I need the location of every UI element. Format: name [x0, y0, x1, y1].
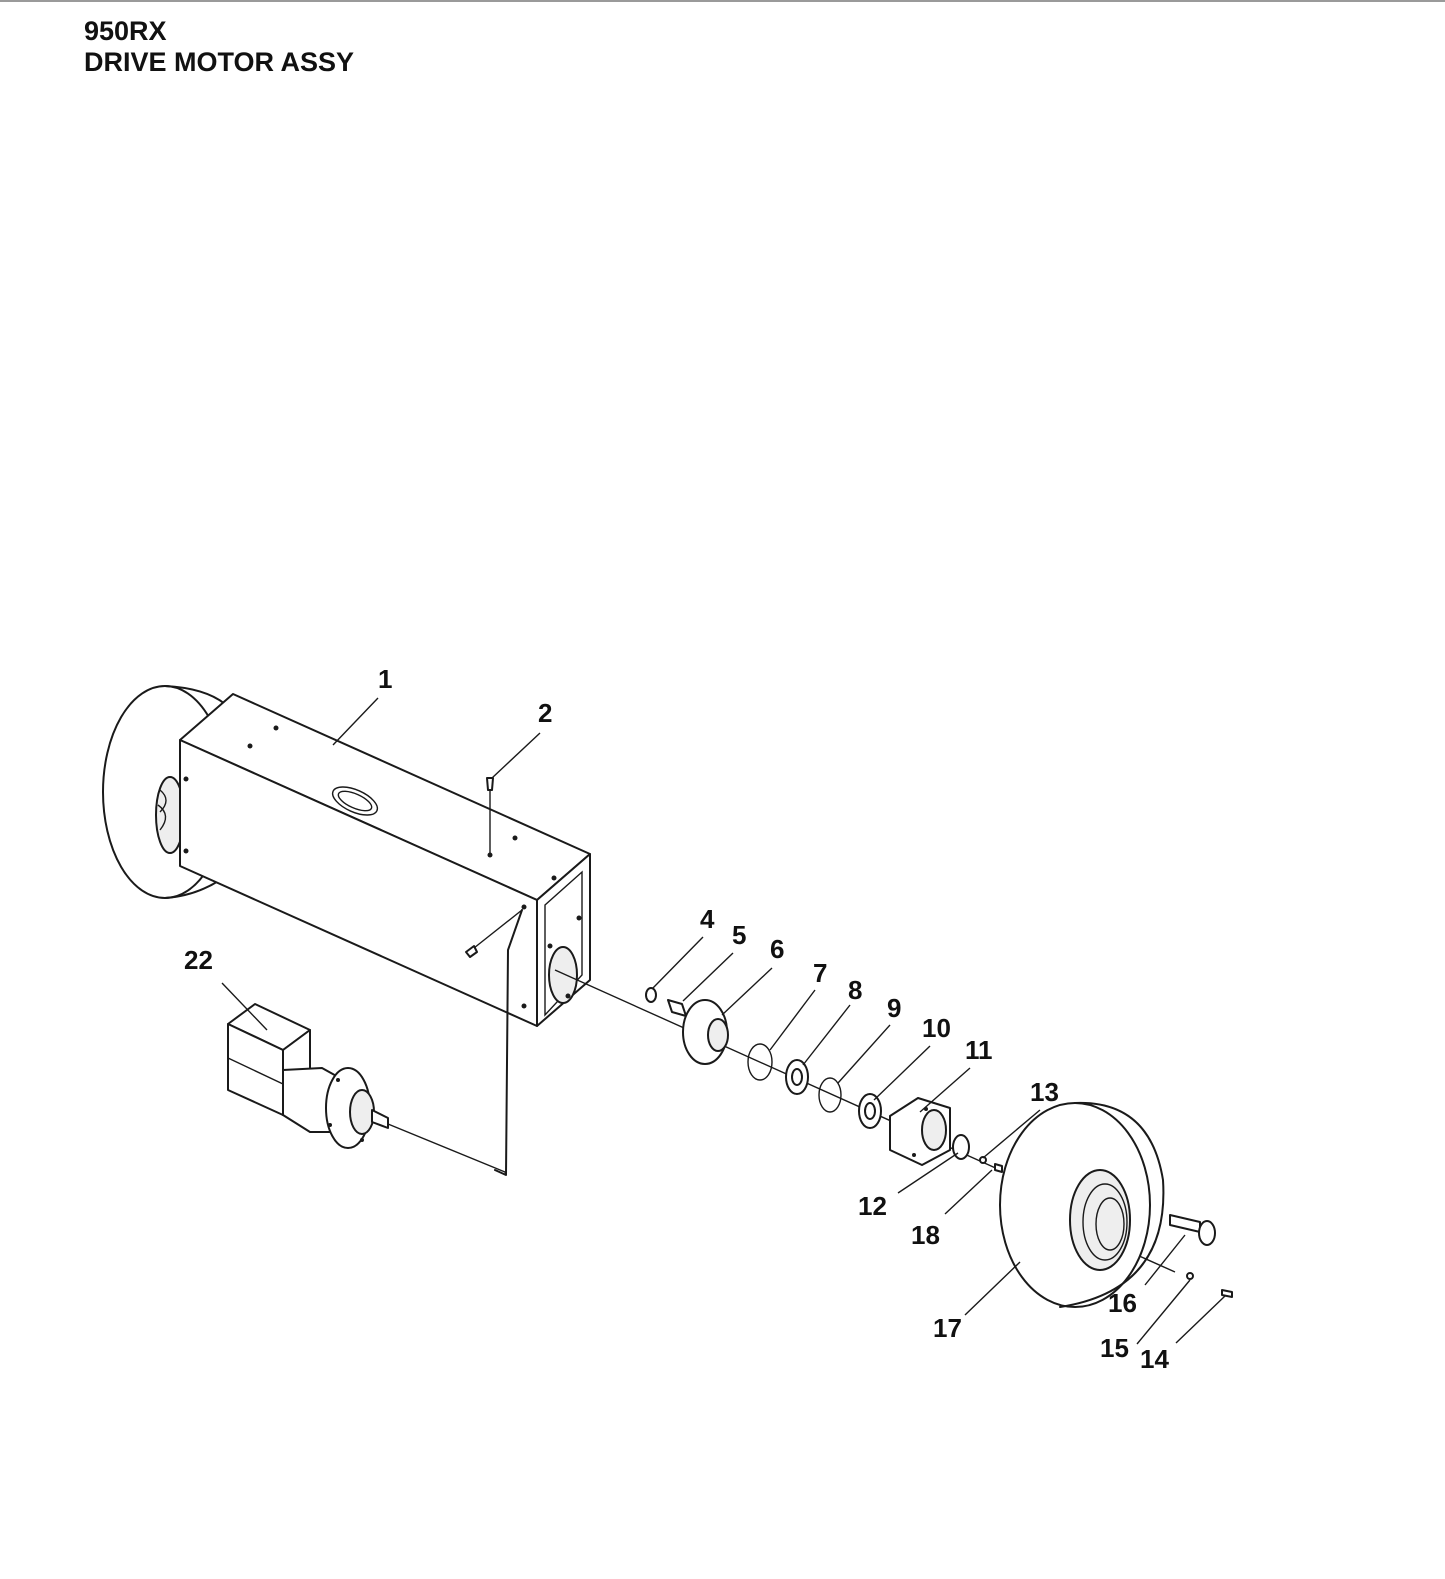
page-heading: 950RX DRIVE MOTOR ASSY — [84, 16, 354, 78]
callout-13: 13 — [1030, 1077, 1059, 1107]
callout-11: 11 — [965, 1035, 993, 1065]
right-wheel — [999, 1101, 1165, 1308]
callout-22: 22 — [184, 945, 213, 975]
motor-housing — [179, 693, 591, 1027]
callout-9: 9 — [887, 993, 901, 1023]
mounting-plate — [494, 909, 523, 1176]
axle-hardware — [1169, 1214, 1233, 1298]
gear-motor — [227, 1003, 506, 1173]
callout-18: 18 — [911, 1220, 940, 1250]
callout-10: 10 — [922, 1013, 951, 1043]
callout-7: 7 — [813, 958, 827, 988]
callout-17: 17 — [933, 1313, 962, 1343]
callout-1: 1 — [378, 664, 392, 694]
model-number: 950RX — [84, 16, 167, 46]
callout-15: 15 — [1100, 1333, 1129, 1363]
set-screws — [465, 777, 523, 958]
callout-numbers: 1 2 4 5 6 7 8 9 10 11 12 13 14 15 16 17 … — [184, 664, 1169, 1374]
callout-12: 12 — [858, 1191, 887, 1221]
callout-14: 14 — [1140, 1344, 1169, 1374]
callout-16: 16 — [1108, 1288, 1137, 1318]
callout-4: 4 — [700, 904, 715, 934]
shaft-components — [645, 987, 1003, 1173]
top-rule — [0, 0, 1445, 2]
callout-6: 6 — [770, 934, 784, 964]
callout-8: 8 — [848, 975, 862, 1005]
callout-2: 2 — [538, 698, 552, 728]
callout-5: 5 — [732, 920, 746, 950]
assembly-title: DRIVE MOTOR ASSY — [84, 47, 355, 77]
leader-lines — [221, 697, 1226, 1345]
